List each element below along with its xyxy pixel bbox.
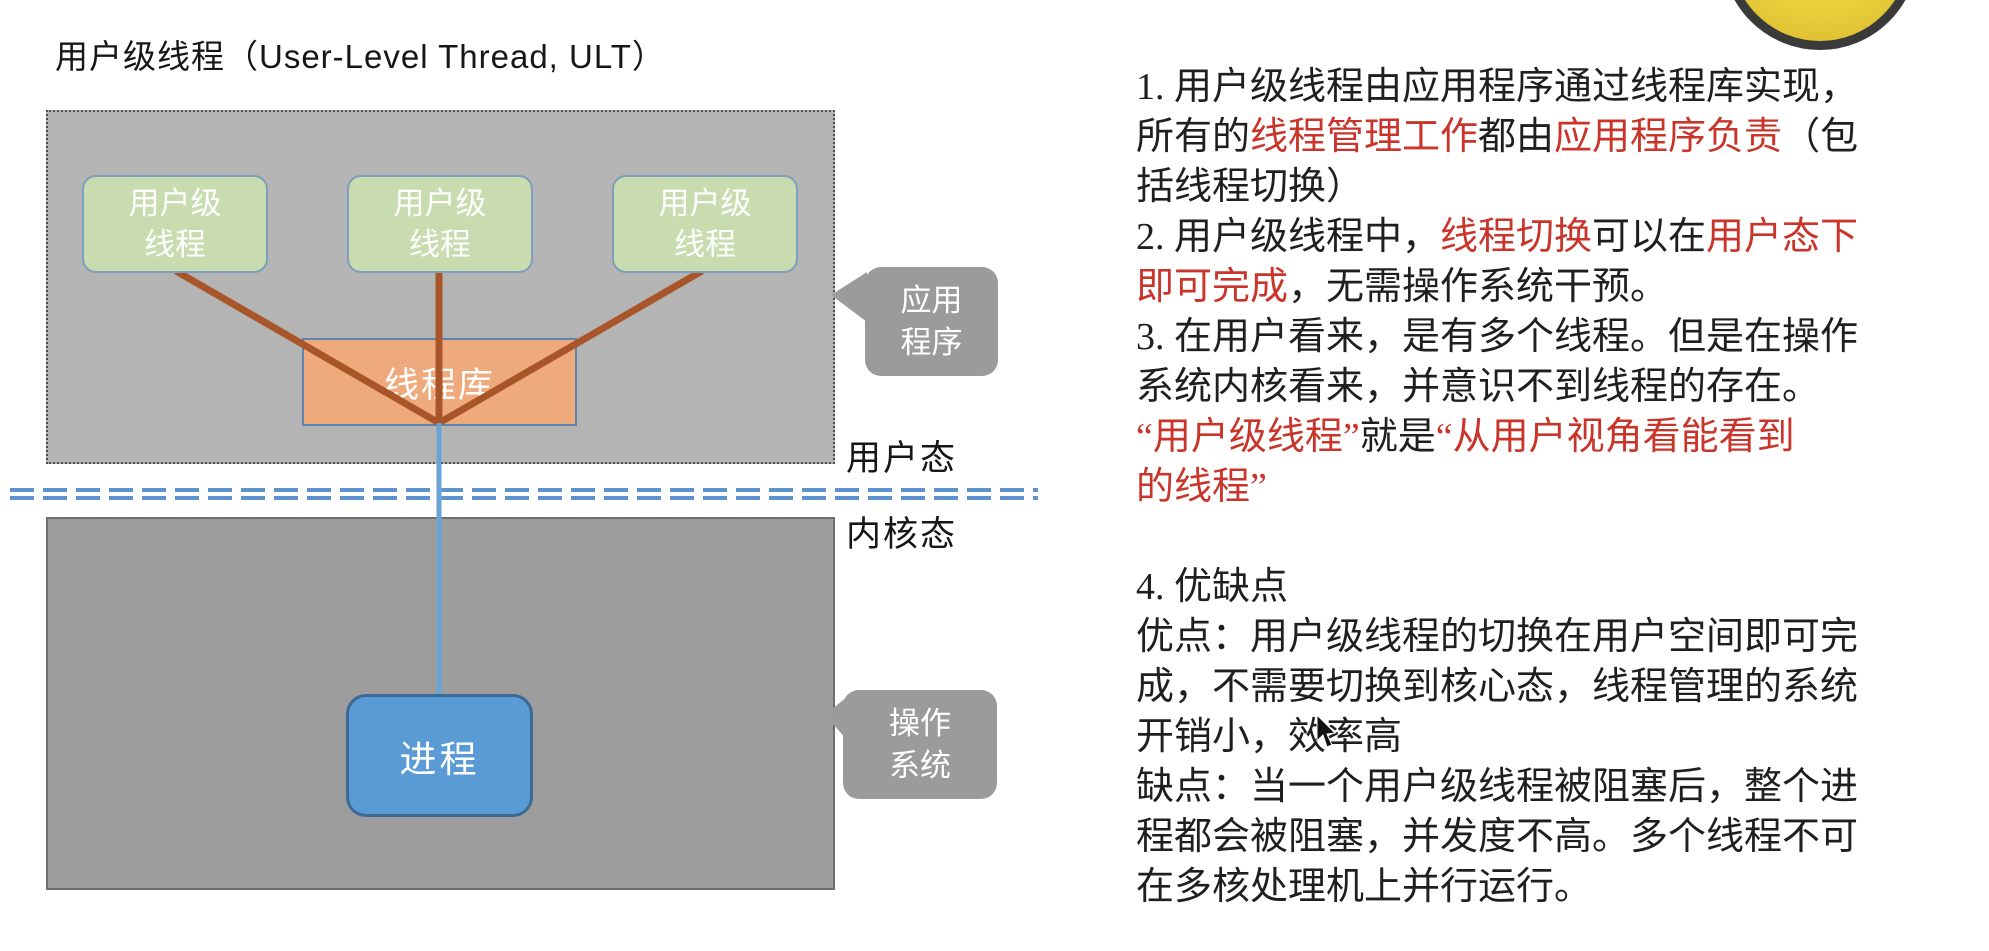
- note-segment: 就是: [1359, 416, 1436, 458]
- note-segment: 3. 在用户看来，是有多个线程。但是在操作: [1136, 316, 1859, 358]
- mode-divider-line: [10, 496, 1038, 500]
- kernel-mode-label: 内核态: [846, 515, 958, 554]
- note-segment: 用户态下: [1706, 216, 1859, 258]
- mouse-cursor: [1316, 715, 1337, 748]
- note-segment: 线程切换: [1440, 216, 1593, 258]
- note-segment: 所有的: [1136, 116, 1251, 158]
- user-thread-box-3: 用户级 线程: [612, 175, 798, 273]
- note-line: 缺点：当一个用户级线程被阻塞后，整个进: [1136, 762, 1988, 812]
- note-line: 括线程切换）: [1136, 162, 1988, 212]
- user-thread-label: 用户级 线程: [128, 186, 222, 262]
- thread-library-box: 线程库: [302, 338, 577, 426]
- note-segment: 2. 用户级线程中，: [1136, 216, 1441, 258]
- notes-text-block: 1. 用户级线程由应用程序通过线程库实现，所有的线程管理工作都由应用程序负责（包…: [1136, 62, 1988, 912]
- user-thread-box-1: 用户级 线程: [82, 175, 268, 273]
- note-segment: 成，不需要切换到核心态，线程管理的系统: [1136, 666, 1859, 708]
- note-line: 所有的线程管理工作都由应用程序负责（包: [1136, 112, 1988, 162]
- note-segment: 优点：用户级线程的切换在用户空间即可完: [1136, 616, 1859, 658]
- note-line: “用户级线程”就是“从用户视角看能看到: [1136, 412, 1988, 462]
- note-segment: “用户级线程”: [1136, 416, 1360, 458]
- mode-divider-line: [10, 488, 1038, 492]
- note-line: 在多核处理机上并行运行。: [1136, 862, 1988, 912]
- user-thread-label: 用户级 线程: [393, 186, 487, 262]
- note-line: [1136, 512, 1988, 562]
- note-segment: 都由: [1478, 116, 1555, 158]
- note-line: 成，不需要切换到核心态，线程管理的系统: [1136, 662, 1988, 712]
- thread-library-label: 线程库: [383, 365, 495, 405]
- note-segment: （包: [1782, 116, 1859, 158]
- app-callout-tail: [831, 272, 867, 322]
- user-mode-label: 用户态: [846, 439, 958, 478]
- note-line: 4. 优缺点: [1136, 562, 1988, 612]
- note-segment: 在多核处理机上并行运行。: [1136, 866, 1593, 908]
- process-label: 进程: [399, 738, 480, 780]
- note-line: 1. 用户级线程由应用程序通过线程库实现，: [1136, 62, 1988, 112]
- user-thread-label: 用户级 线程: [658, 186, 752, 262]
- operating-system-callout-label: 操作 系统: [889, 705, 951, 783]
- application-callout-label: 应用 程序: [900, 282, 963, 360]
- operating-system-callout: 操作 系统: [843, 690, 997, 799]
- note-line: 2. 用户级线程中，线程切换可以在用户态下: [1136, 212, 1988, 262]
- application-callout: 应用 程序: [865, 267, 998, 376]
- note-segment: 即可完成: [1136, 266, 1289, 308]
- note-segment: 应用程序负责: [1554, 116, 1783, 158]
- page-title: 用户级线程（User-Level Thread, ULT）: [55, 38, 666, 75]
- note-line: 3. 在用户看来，是有多个线程。但是在操作: [1136, 312, 1988, 362]
- note-segment: 4. 优缺点: [1136, 566, 1289, 608]
- smiley-face-icon: [1722, 0, 1918, 50]
- user-thread-box-2: 用户级 线程: [347, 175, 533, 273]
- note-segment: ，无需操作系统干预。: [1288, 266, 1669, 308]
- note-segment: 程都会被阻塞，并发度不高。多个线程不可: [1136, 816, 1859, 858]
- note-line: 系统内核看来，并意识不到线程的存在。: [1136, 362, 1988, 412]
- note-segment: 1. 用户级线程由应用程序通过线程库实现，: [1136, 66, 1859, 108]
- note-line: 的线程”: [1136, 462, 1988, 512]
- process-box: 进程: [346, 694, 533, 817]
- note-line: 即可完成，无需操作系统干预。: [1136, 262, 1988, 312]
- note-segment: 线程管理工作: [1250, 116, 1479, 158]
- note-line: 开销小，效率高: [1136, 712, 1988, 762]
- note-segment: 缺点：当一个用户级线程被阻塞后，整个进: [1136, 766, 1859, 808]
- note-segment: 的线程”: [1136, 466, 1267, 508]
- note-line: 优点：用户级线程的切换在用户空间即可完: [1136, 612, 1988, 662]
- note-segment: 括线程切换）: [1136, 166, 1365, 208]
- note-segment: “从用户视角看能看到: [1435, 416, 1795, 458]
- note-segment: 开销小，效率高: [1136, 716, 1403, 758]
- note-line: 程都会被阻塞，并发度不高。多个线程不可: [1136, 812, 1988, 862]
- note-segment: 可以在: [1592, 216, 1707, 258]
- note-segment: 系统内核看来，并意识不到线程的存在。: [1136, 366, 1821, 408]
